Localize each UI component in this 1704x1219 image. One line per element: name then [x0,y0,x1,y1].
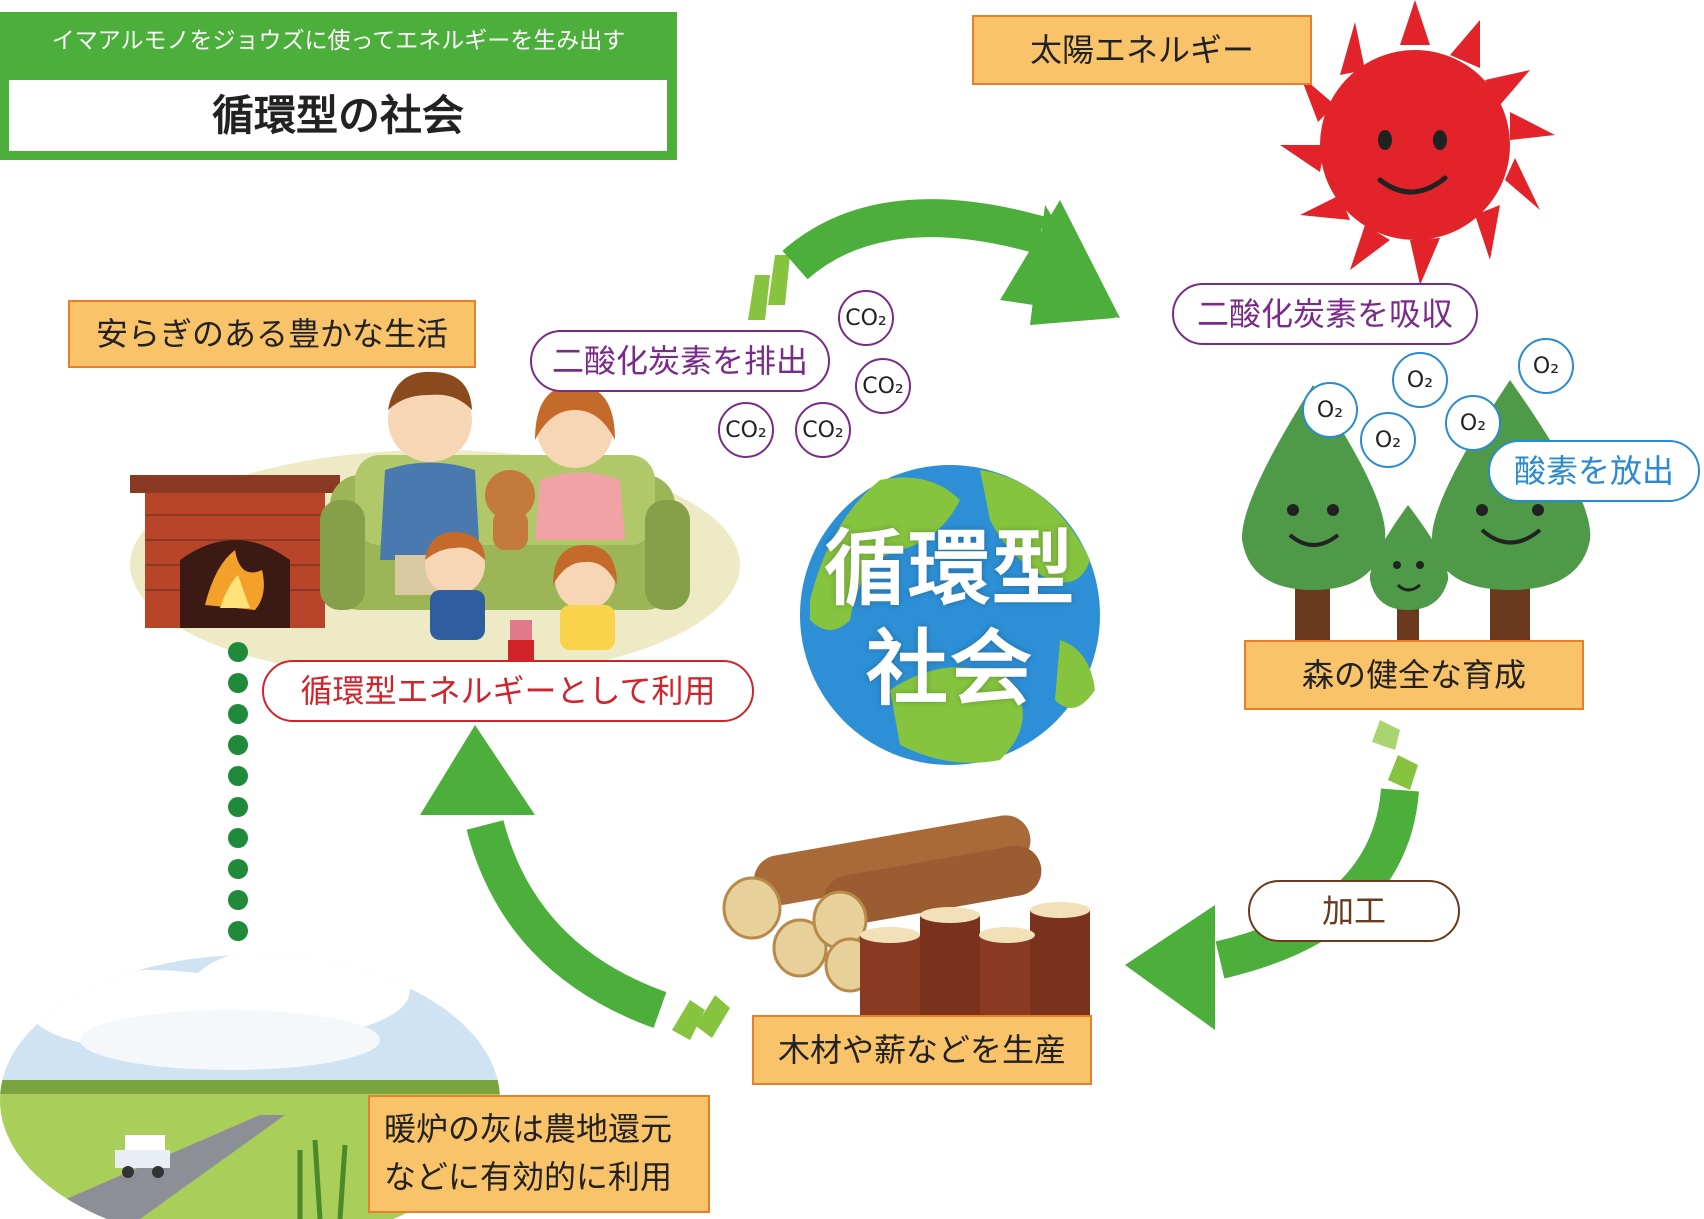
o2-bubble: O₂ [1302,382,1358,438]
label-forest-growth: 森の健全な育成 [1244,640,1584,710]
pill-co2-emit: 二酸化炭素を排出 [530,330,830,392]
label-ash-line2: などに有効的に利用 [384,1158,673,1196]
living-room-illustration [130,371,740,680]
co2-bubble: CO₂ [838,290,894,346]
header-subtitle: イマアルモノをジョウズに使ってエネルギーを生み出す [51,28,626,54]
label-ash-use: 暖炉の灰は農地還元 などに有効的に利用 [368,1095,710,1213]
arrow-left-icon [420,725,730,1040]
arrow-right-icon [1125,720,1419,1030]
globe-label-line2: 社会 [865,622,1034,717]
arrow-top-icon [748,199,1120,325]
sun-icon [1280,0,1555,285]
pill-co2-absorb: 二酸化炭素を吸収 [1172,283,1478,345]
o2-bubble: O₂ [1360,412,1416,468]
label-ash-line1: 暖炉の灰は農地還元 [384,1110,673,1148]
pill-processing: 加工 [1248,880,1460,942]
trees-illustration [1241,380,1591,640]
o2-bubble: O₂ [1518,338,1574,394]
co2-bubble: CO₂ [795,402,851,458]
co2-bubble: CO₂ [718,402,774,458]
globe-label: 循環型 社会 [800,520,1100,720]
label-solar-energy: 太陽エネルギー [972,15,1312,85]
co2-bubble: CO₂ [855,358,911,414]
label-production: 木材や薪などを生産 [752,1015,1092,1085]
o2-bubble: O₂ [1445,395,1501,451]
header-title: 循環型の社会 [9,80,667,151]
globe-label-line1: 循環型 [823,522,1076,617]
pill-o2-release: 酸素を放出 [1488,440,1700,502]
pill-circular-use: 循環型エネルギーとして利用 [262,660,754,722]
globe-icon [800,465,1100,765]
dotted-connector [228,642,248,941]
logs-illustration [722,815,1090,1015]
o2-bubble: O₂ [1392,352,1448,408]
label-rich-life: 安らぎのある豊かな生活 [68,300,476,368]
